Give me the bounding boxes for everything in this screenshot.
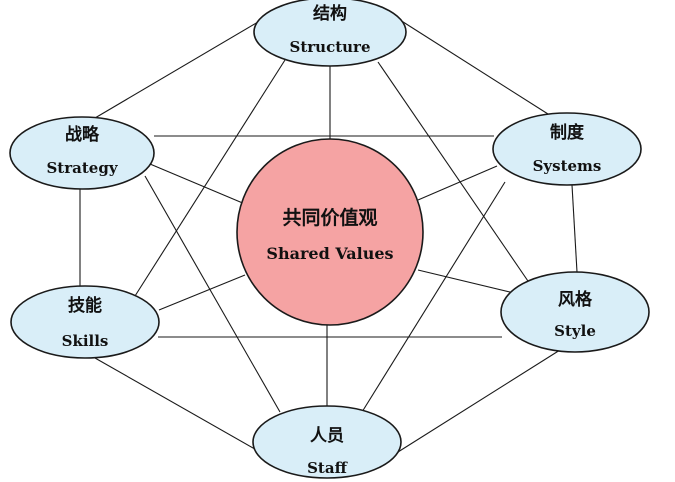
node-structure: 结构 Structure bbox=[253, 0, 407, 67]
node-skills-label-zh: 技能 bbox=[68, 295, 102, 316]
node-systems-label-en: Systems bbox=[533, 157, 602, 175]
node-staff-ellipse bbox=[252, 405, 402, 479]
center-node-shared-values: 共同价值观 Shared Values bbox=[236, 138, 424, 326]
connector-center-to-strategy bbox=[149, 163, 246, 205]
connector-style-to-staff bbox=[397, 349, 561, 453]
center-label-zh: 共同价值观 bbox=[282, 206, 377, 229]
node-style-label-en: Style bbox=[554, 322, 596, 340]
connector-staff-to-skills bbox=[94, 357, 261, 453]
node-strategy: 战略 Strategy bbox=[9, 116, 155, 190]
node-strategy-label-en: Strategy bbox=[46, 159, 118, 177]
connector-center-to-style bbox=[417, 269, 511, 293]
connector-structure-to-style bbox=[377, 61, 531, 285]
node-skills-ellipse bbox=[10, 285, 160, 359]
node-structure-ellipse bbox=[253, 0, 407, 67]
node-systems: 制度 Systems bbox=[492, 112, 642, 186]
node-systems-label-zh: 制度 bbox=[550, 122, 585, 143]
node-staff: 人员 Staff bbox=[252, 405, 402, 479]
connector-lines bbox=[79, 19, 578, 453]
node-strategy-ellipse bbox=[9, 116, 155, 190]
node-structure-label-zh: 结构 bbox=[313, 3, 347, 24]
node-structure-label-en: Structure bbox=[290, 38, 371, 56]
node-skills: 技能 Skills bbox=[10, 285, 160, 359]
connector-strategy-to-staff bbox=[144, 175, 281, 413]
connector-strategy-to-structure bbox=[94, 21, 259, 119]
node-style-label-zh: 风格 bbox=[558, 289, 593, 310]
connector-structure-to-skills bbox=[134, 59, 286, 297]
node-staff-label-en: Staff bbox=[307, 459, 348, 477]
node-skills-label-en: Skills bbox=[62, 332, 109, 350]
node-systems-ellipse bbox=[492, 112, 642, 186]
connector-center-to-systems bbox=[417, 165, 498, 201]
node-style: 风格 Style bbox=[500, 271, 650, 353]
connector-structure-to-systems bbox=[399, 19, 549, 115]
connector-center-to-skills bbox=[158, 274, 246, 311]
connector-systems-to-staff bbox=[361, 181, 506, 413]
node-style-ellipse bbox=[500, 271, 650, 353]
connector-systems-to-style bbox=[571, 184, 578, 273]
node-staff-label-zh: 人员 bbox=[310, 426, 344, 446]
center-label-en: Shared Values bbox=[266, 244, 393, 263]
center-circle bbox=[236, 138, 424, 326]
node-strategy-label-zh: 战略 bbox=[65, 124, 100, 145]
